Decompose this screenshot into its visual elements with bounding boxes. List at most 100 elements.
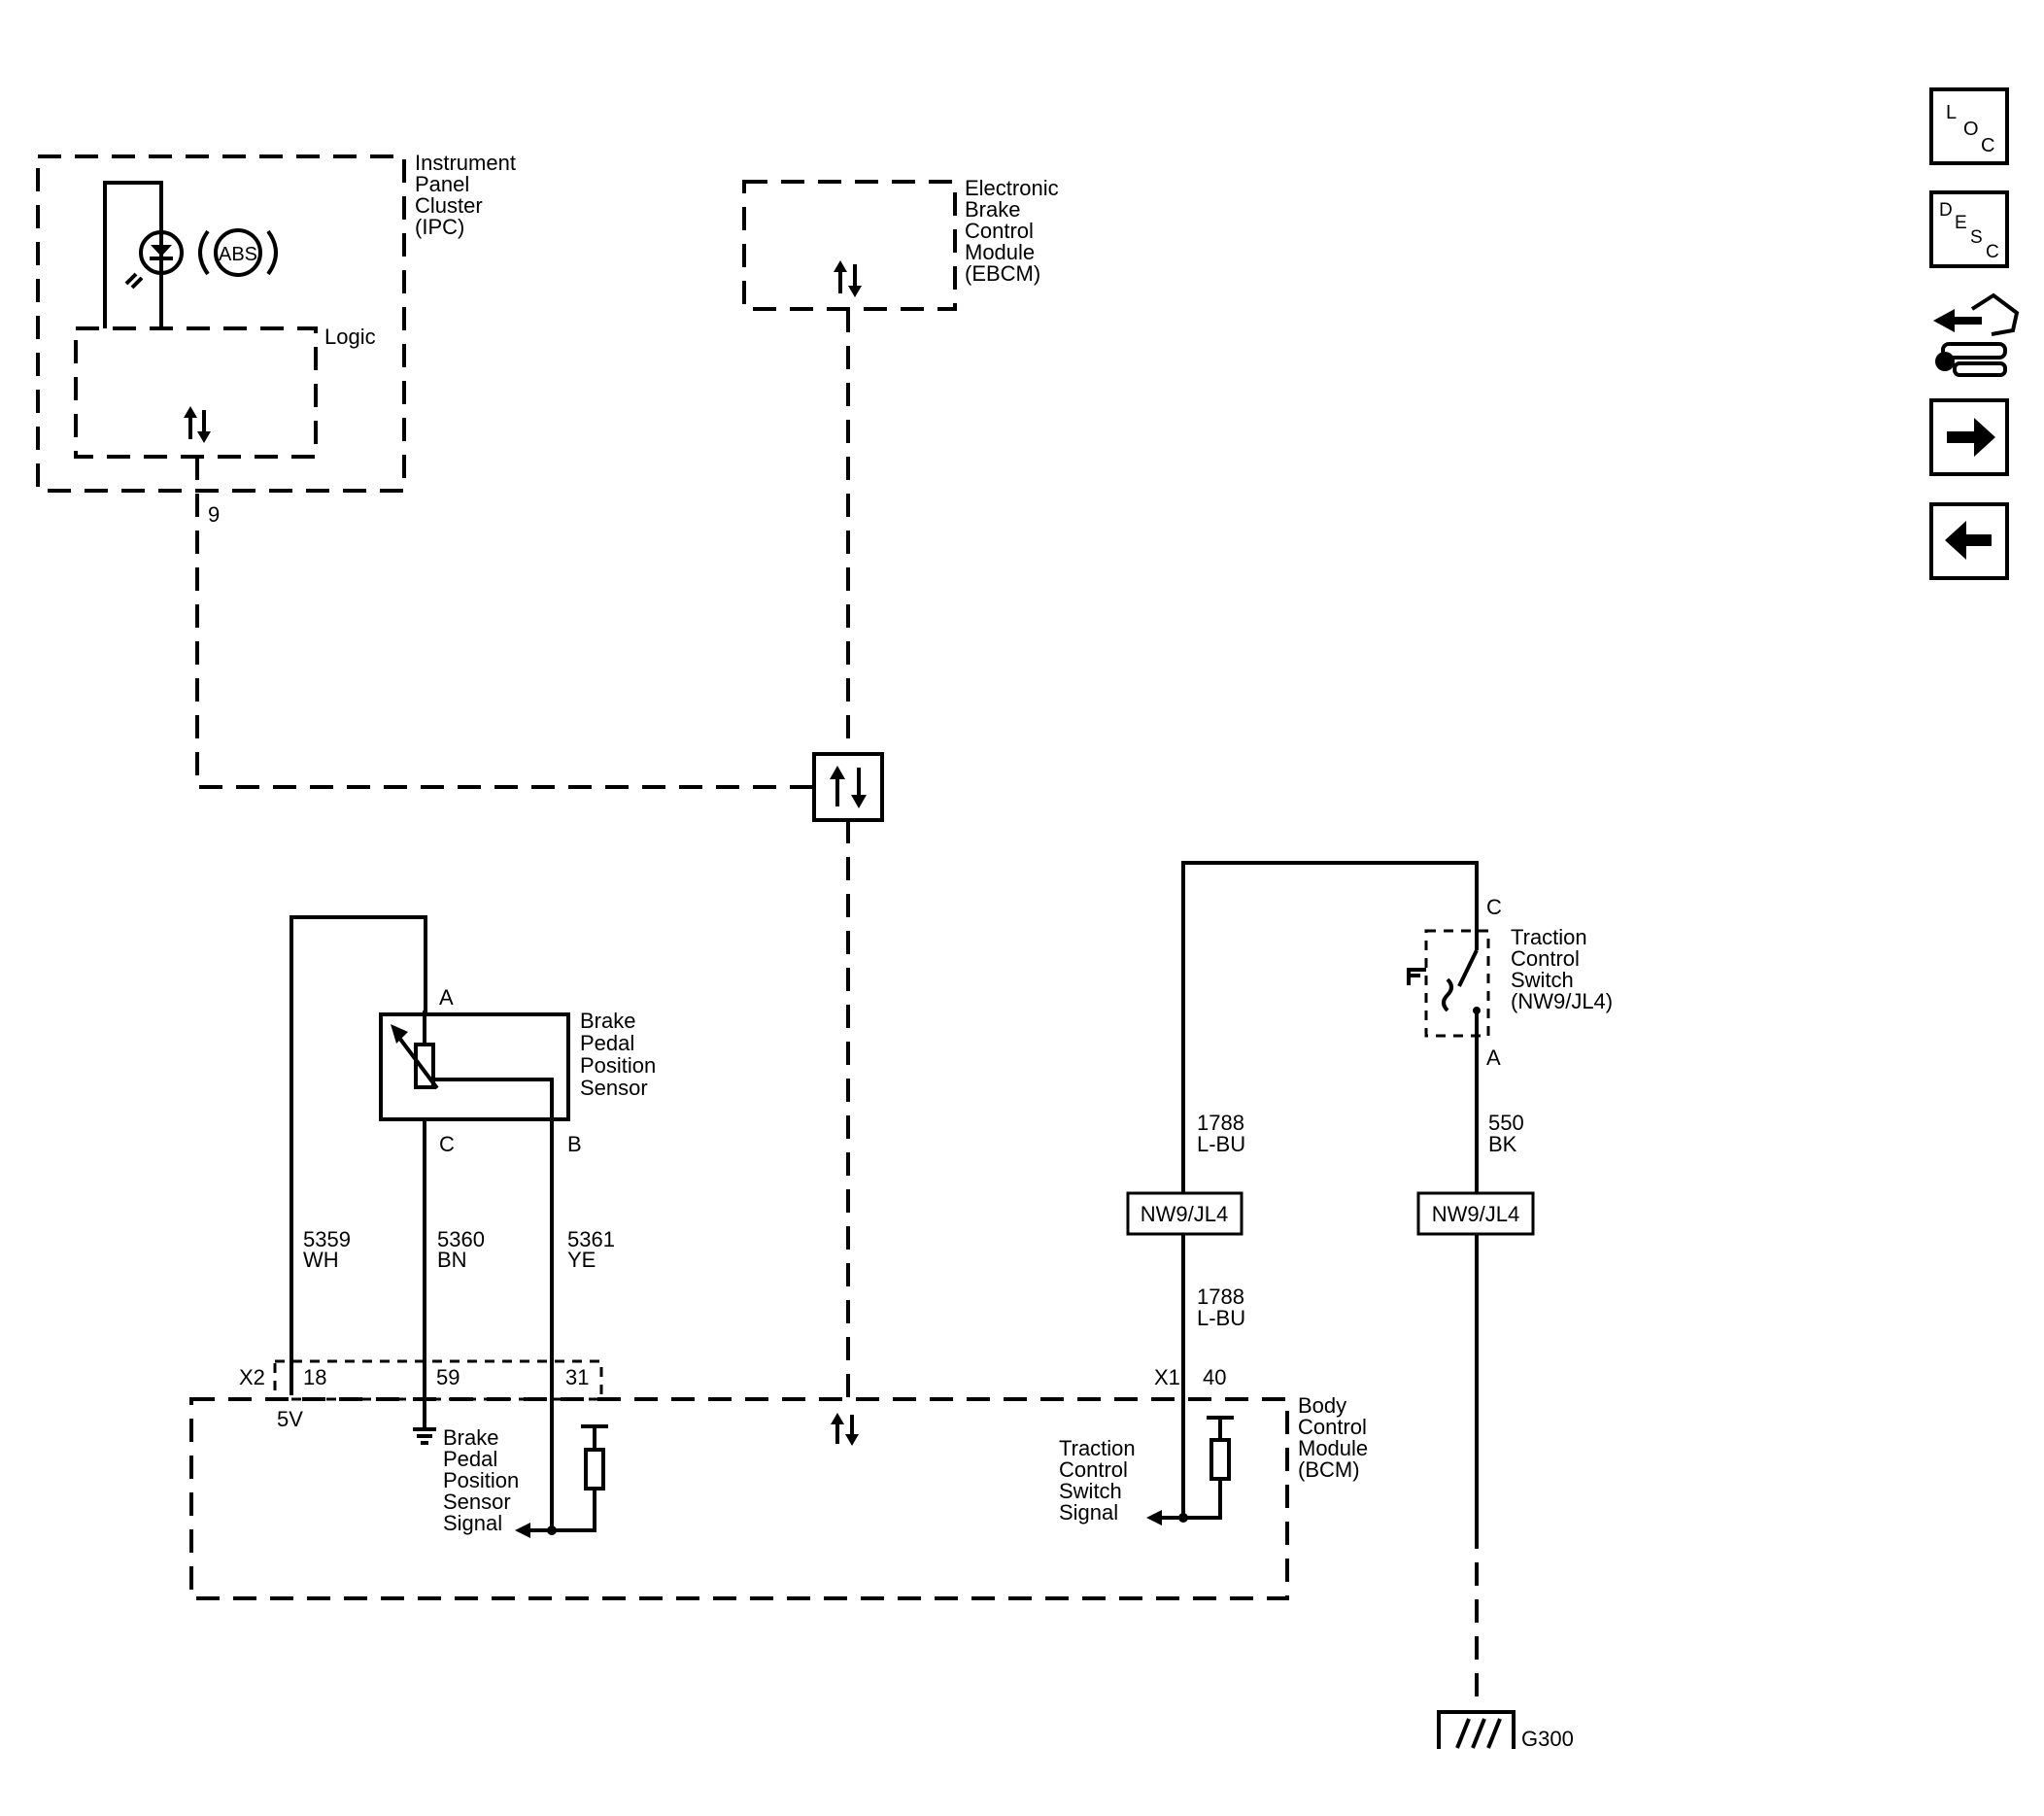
bcm-internal-ground-icon xyxy=(413,1427,436,1445)
svg-text:Sensor: Sensor xyxy=(580,1076,648,1100)
brake-pedal-position-sensor: Brake Pedal Position Sensor A C B xyxy=(379,985,656,1156)
switch-label: Traction Control Switch (NW9/JL4) xyxy=(1511,925,1613,1013)
svg-text:Control: Control xyxy=(965,219,1034,243)
svg-text:D: D xyxy=(1939,200,1953,221)
svg-text:Body: Body xyxy=(1298,1393,1346,1418)
connector-x1-label: X1 xyxy=(1154,1365,1180,1389)
wire-5359 xyxy=(290,915,427,1395)
description-button[interactable]: D E S C xyxy=(1929,190,2009,268)
svg-text:Brake: Brake xyxy=(580,1009,635,1033)
bcm-connector-x2 xyxy=(273,1359,603,1401)
svg-text:Signal: Signal xyxy=(1059,1500,1118,1525)
bcm-module: Body Control Module (BCM) X2 18 59 31 X1… xyxy=(189,1359,1368,1600)
wire-1788 xyxy=(1181,861,1479,1518)
sensor-pin-b: B xyxy=(567,1132,582,1156)
svg-text:NW9/JL4: NW9/JL4 xyxy=(1141,1202,1228,1226)
svg-text:5360: 5360 xyxy=(437,1227,485,1251)
schematic-tools-icon[interactable] xyxy=(1933,292,2020,377)
bpps-signal-label: Brake Pedal Position Sensor Signal xyxy=(443,1425,519,1535)
svg-text:NW9/JL4: NW9/JL4 xyxy=(1432,1202,1519,1226)
svg-text:Pedal: Pedal xyxy=(443,1447,497,1471)
5v-reference-label: 5V xyxy=(277,1407,303,1431)
svg-text:Module: Module xyxy=(1298,1436,1368,1460)
bcm-label: Body Control Module (BCM) xyxy=(1298,1393,1368,1482)
svg-text:L-BU: L-BU xyxy=(1197,1132,1245,1156)
switch-pin-a: A xyxy=(1486,1045,1501,1070)
wire-label-5360: 5360 BN xyxy=(437,1227,485,1272)
svg-text:Control: Control xyxy=(1511,946,1580,971)
next-page-button[interactable] xyxy=(1929,398,2009,476)
svg-text:Panel: Panel xyxy=(415,172,469,196)
svg-text:L: L xyxy=(1946,102,1957,123)
chassis-ground-icon xyxy=(1437,1710,1516,1749)
abs-icon: ABS xyxy=(198,228,278,277)
svg-text:BK: BK xyxy=(1488,1132,1517,1156)
switch-pin-c: C xyxy=(1486,895,1502,919)
svg-text:S: S xyxy=(1970,227,1983,248)
wire-label-550: 550 BK xyxy=(1488,1111,1524,1156)
option-box-left: NW9/JL4 xyxy=(1126,1191,1243,1236)
ipc-pin-9: 9 xyxy=(208,502,220,527)
svg-text:Brake: Brake xyxy=(965,197,1020,222)
wire-5361 xyxy=(550,1119,596,1532)
serial-data-gateway xyxy=(812,752,884,822)
sensor-pin-a: A xyxy=(439,985,454,1010)
location-button[interactable]: L O C xyxy=(1929,87,2009,165)
svg-text:C: C xyxy=(1986,242,1999,262)
svg-text:550: 550 xyxy=(1488,1111,1524,1135)
svg-text:(NW9/JL4): (NW9/JL4) xyxy=(1511,989,1613,1013)
traction-control-switch: Traction Control Switch (NW9/JL4) C A xyxy=(1407,895,1613,1070)
svg-text:YE: YE xyxy=(567,1248,596,1272)
ebcm-label: Electronic Brake Control Module (EBCM) xyxy=(965,176,1059,286)
svg-text:ABS: ABS xyxy=(219,244,257,265)
tcs-pullup-resistor-icon xyxy=(1183,1416,1234,1520)
tcs-signal-label: Traction Control Switch Signal xyxy=(1059,1436,1136,1525)
svg-text:5359: 5359 xyxy=(303,1227,351,1251)
ipc-logic xyxy=(74,326,318,459)
svg-text:Traction: Traction xyxy=(1059,1436,1136,1460)
svg-text:(IPC): (IPC) xyxy=(415,215,464,239)
svg-text:Module: Module xyxy=(965,240,1035,264)
ipc-module: Instrument Panel Cluster (IPC) ABS Logic… xyxy=(36,151,516,527)
bcm-data-arrows-icon xyxy=(831,1413,859,1446)
svg-text:Switch: Switch xyxy=(1059,1479,1122,1503)
svg-text:Sensor: Sensor xyxy=(443,1490,511,1514)
logic-label: Logic xyxy=(324,325,376,349)
pin-59: 59 xyxy=(436,1365,460,1389)
sensor-pin-c: C xyxy=(439,1132,455,1156)
ground-label: G300 xyxy=(1521,1727,1574,1751)
pin-18: 18 xyxy=(303,1365,326,1389)
svg-text:Traction: Traction xyxy=(1511,925,1587,949)
svg-text:L-BU: L-BU xyxy=(1197,1306,1245,1330)
abs-lamp-bulb xyxy=(139,230,184,275)
svg-text:BN: BN xyxy=(437,1248,467,1272)
ipc-data-arrows-icon xyxy=(184,406,211,443)
pin-31: 31 xyxy=(565,1365,589,1389)
wire-label-5361: 5361 YE xyxy=(567,1227,615,1272)
svg-text:1788: 1788 xyxy=(1197,1111,1244,1135)
svg-text:Instrument: Instrument xyxy=(415,151,516,175)
ipc-serial-data-wire xyxy=(195,457,812,789)
svg-text:Signal: Signal xyxy=(443,1511,502,1535)
sensor-label: Brake Pedal Position Sensor xyxy=(580,1009,656,1100)
pin-40: 40 xyxy=(1203,1365,1226,1389)
connector-x2-label: X2 xyxy=(239,1365,265,1389)
previous-page-button[interactable] xyxy=(1929,502,2009,580)
arrow-right-icon xyxy=(1947,418,1995,457)
svg-text:C: C xyxy=(1981,135,1994,156)
svg-text:Control: Control xyxy=(1059,1457,1128,1482)
arrow-left-icon xyxy=(1945,521,1992,560)
svg-text:Control: Control xyxy=(1298,1415,1367,1439)
svg-text:Pedal: Pedal xyxy=(580,1031,634,1055)
svg-text:5361: 5361 xyxy=(567,1227,615,1251)
svg-text:Position: Position xyxy=(580,1053,656,1078)
wire-label-1788-upper: 1788 L-BU xyxy=(1197,1111,1245,1156)
wire-label-1788-lower: 1788 L-BU xyxy=(1197,1285,1245,1330)
svg-text:E: E xyxy=(1955,213,1967,233)
svg-text:O: O xyxy=(1963,119,1979,140)
svg-text:WH: WH xyxy=(303,1248,339,1272)
bpps-pullup-resistor-icon xyxy=(581,1424,608,1490)
svg-text:1788: 1788 xyxy=(1197,1285,1244,1309)
svg-text:Cluster: Cluster xyxy=(415,193,483,218)
svg-text:(EBCM): (EBCM) xyxy=(965,261,1040,286)
